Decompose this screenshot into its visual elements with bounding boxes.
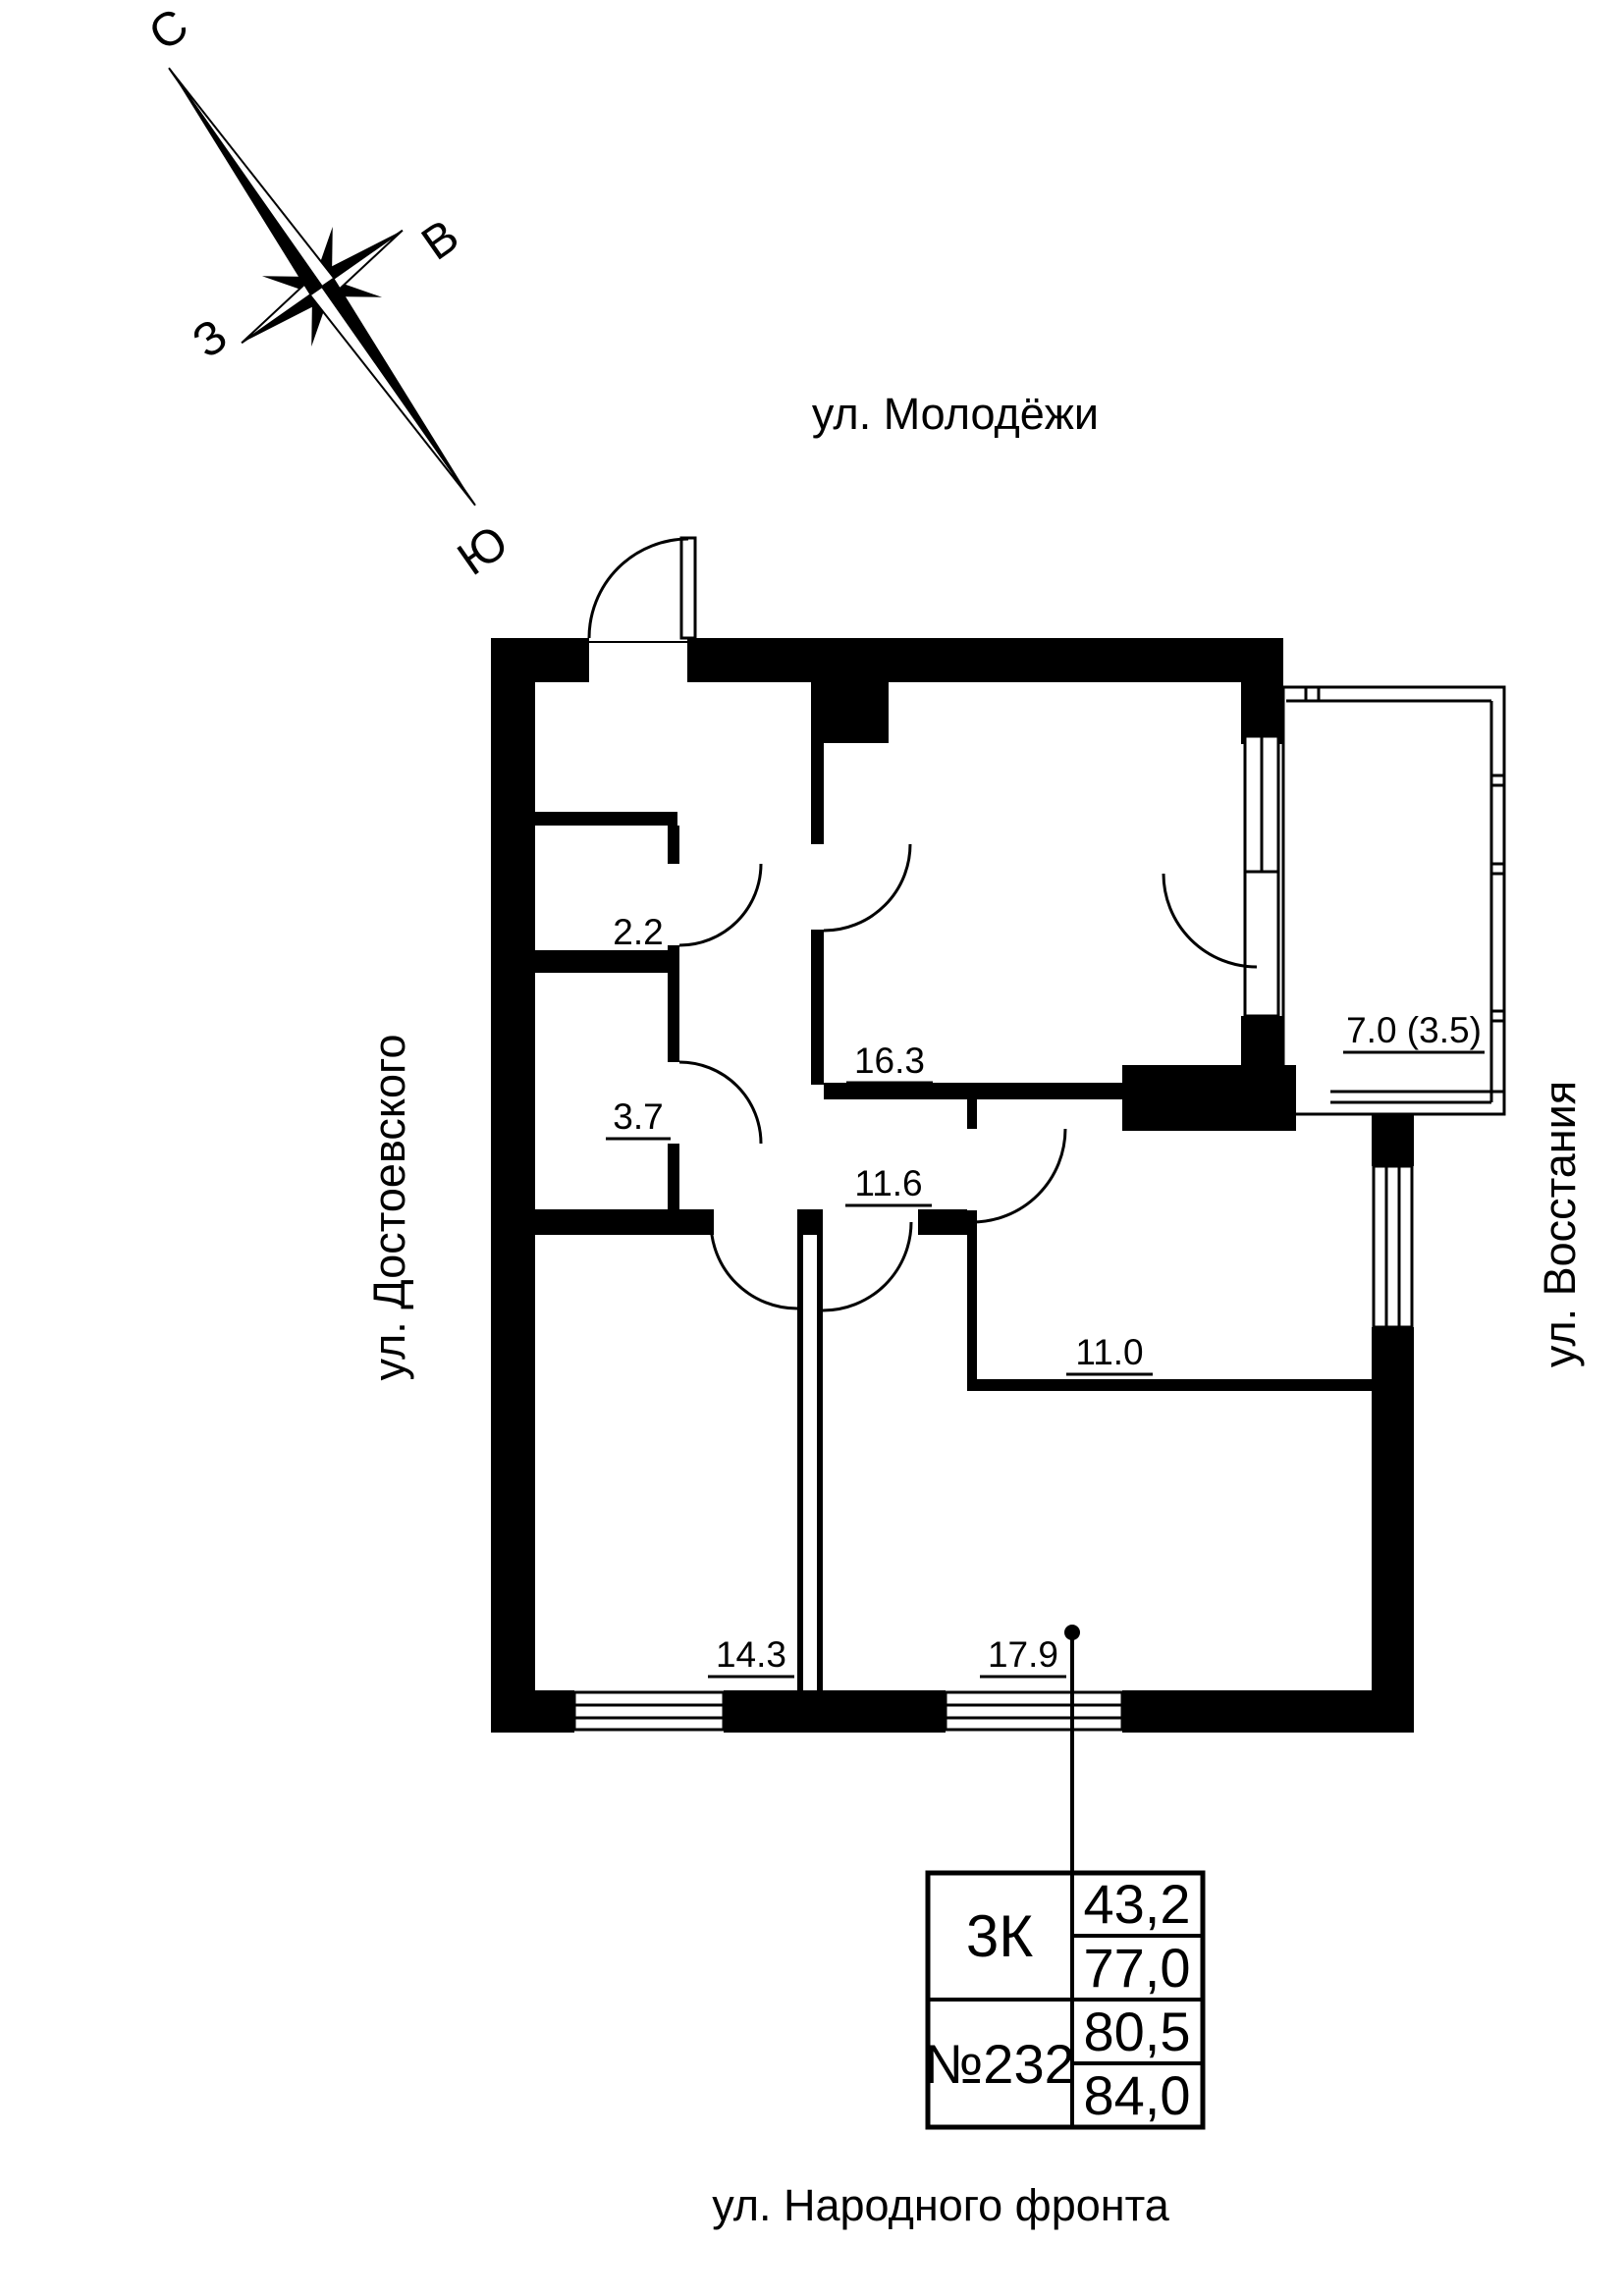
table-value-living: 43,2 xyxy=(1084,1873,1191,1935)
wall-partition-line-right xyxy=(817,1235,823,1690)
room-area-bathroom: 3.7 xyxy=(613,1096,663,1137)
table-value-no-balcony: 77,0 xyxy=(1084,1937,1191,1999)
apartment-number: №232 xyxy=(924,2033,1075,2095)
room-area-wardrobe: 2.2 xyxy=(613,912,663,952)
street-label-left: ул. Достоевского xyxy=(364,1034,414,1380)
wall-band-left xyxy=(535,1209,714,1235)
door-arc-bedroom xyxy=(709,1221,798,1310)
walls xyxy=(491,638,1414,1733)
street-label-top: ул. Молодёжи xyxy=(812,389,1099,439)
wall-outer-bottom-c xyxy=(1122,1690,1414,1733)
window-right-wall xyxy=(1372,1164,1414,1329)
wall-outer-top-main xyxy=(687,638,1283,682)
compass-label-south: Ю xyxy=(449,515,517,585)
table-value-reduced: 80,5 xyxy=(1084,2001,1191,2062)
room-area-living-room: 16.3 xyxy=(854,1041,925,1081)
door-arc-balcony xyxy=(1162,873,1258,969)
wall-room110-bottom xyxy=(967,1379,1375,1391)
street-label-bottom: ул. Народного фронта xyxy=(712,2180,1169,2230)
wall-balcony-pier-top xyxy=(1241,682,1283,744)
window-balcony-unit xyxy=(1243,734,1280,1018)
wall-bathroom-right-upper xyxy=(668,945,679,1062)
wall-wardrobe-top xyxy=(535,812,677,826)
wall-partition-line-left xyxy=(797,1235,803,1690)
compass-rose: С З В Ю xyxy=(140,0,518,586)
wall-hall-upper xyxy=(811,682,824,844)
wall-outer-top-left xyxy=(491,638,589,682)
wall-partition-joint xyxy=(797,1209,823,1235)
entrance-door-arc xyxy=(587,537,689,639)
compass-needle-south-dark xyxy=(322,278,474,505)
room-area-balcony: 7.0 (3.5) xyxy=(1346,1010,1482,1050)
wall-bathroom-right-lower xyxy=(668,1144,679,1209)
balcony-glazing xyxy=(1281,685,1506,1116)
apartment-type: 3К xyxy=(966,1903,1033,1969)
room-area-kitchen: 17.9 xyxy=(988,1634,1058,1675)
window-bottom-left xyxy=(572,1690,726,1732)
compass-point-west-dark xyxy=(242,287,331,344)
room-area-bedroom: 14.3 xyxy=(716,1634,786,1675)
door-arc-wardrobe xyxy=(678,863,763,947)
wall-band-stub xyxy=(918,1209,967,1235)
wall-hall-pier xyxy=(811,682,889,743)
street-label-right: ул. Восстания xyxy=(1535,1081,1585,1367)
wall-outer-right-upper xyxy=(1372,1114,1414,1166)
wall-outer-left xyxy=(491,638,535,1733)
wall-outer-bottom-b xyxy=(724,1690,946,1733)
room-area-bedroom-small: 11.0 xyxy=(1075,1332,1143,1372)
doors xyxy=(587,536,1258,1312)
compass-label-west: З xyxy=(184,309,237,368)
leader xyxy=(1064,1625,1080,1873)
door-arc-bathroom xyxy=(678,1060,763,1145)
compass-label-east: В xyxy=(412,210,468,271)
wall-wardrobe-bathroom xyxy=(535,950,677,973)
table-value-total: 84,0 xyxy=(1084,2064,1191,2126)
wall-hall-lower xyxy=(811,930,824,1085)
wall-wardrobe-right xyxy=(668,826,679,864)
apartment-info-table: 3К №232 43,2 77,0 80,5 84,0 xyxy=(924,1870,1206,2130)
wall-living-se-block xyxy=(1122,1065,1296,1131)
wall-outer-right-lower xyxy=(1372,1327,1414,1733)
wall-balcony-pier-mid xyxy=(1241,1016,1283,1070)
door-arc-living-room xyxy=(823,843,912,933)
wall-room110-left-lower xyxy=(967,1210,977,1391)
compass-point-east-dark xyxy=(313,230,403,287)
compass-label-north: С xyxy=(140,0,198,61)
window-bottom-right xyxy=(944,1690,1124,1732)
entrance-door xyxy=(587,536,697,643)
compass-needle-north-light xyxy=(169,69,336,289)
door-arc-bedroom-small xyxy=(971,1128,1067,1224)
compass-needle-south-light xyxy=(308,285,475,505)
room-area-hallway: 11.6 xyxy=(854,1163,922,1203)
balcony-door-leaf xyxy=(1243,870,1280,1018)
room-labels: 2.2 3.7 16.3 11.6 11.0 7.0 (3.5) 14.3 17… xyxy=(606,912,1485,1679)
door-arc-kitchen xyxy=(822,1221,913,1312)
wall-outer-bottom-a xyxy=(491,1690,574,1733)
windows xyxy=(572,734,1414,1732)
compass-needle-north-dark xyxy=(170,69,322,295)
wall-room110-left-upper xyxy=(967,1083,977,1129)
